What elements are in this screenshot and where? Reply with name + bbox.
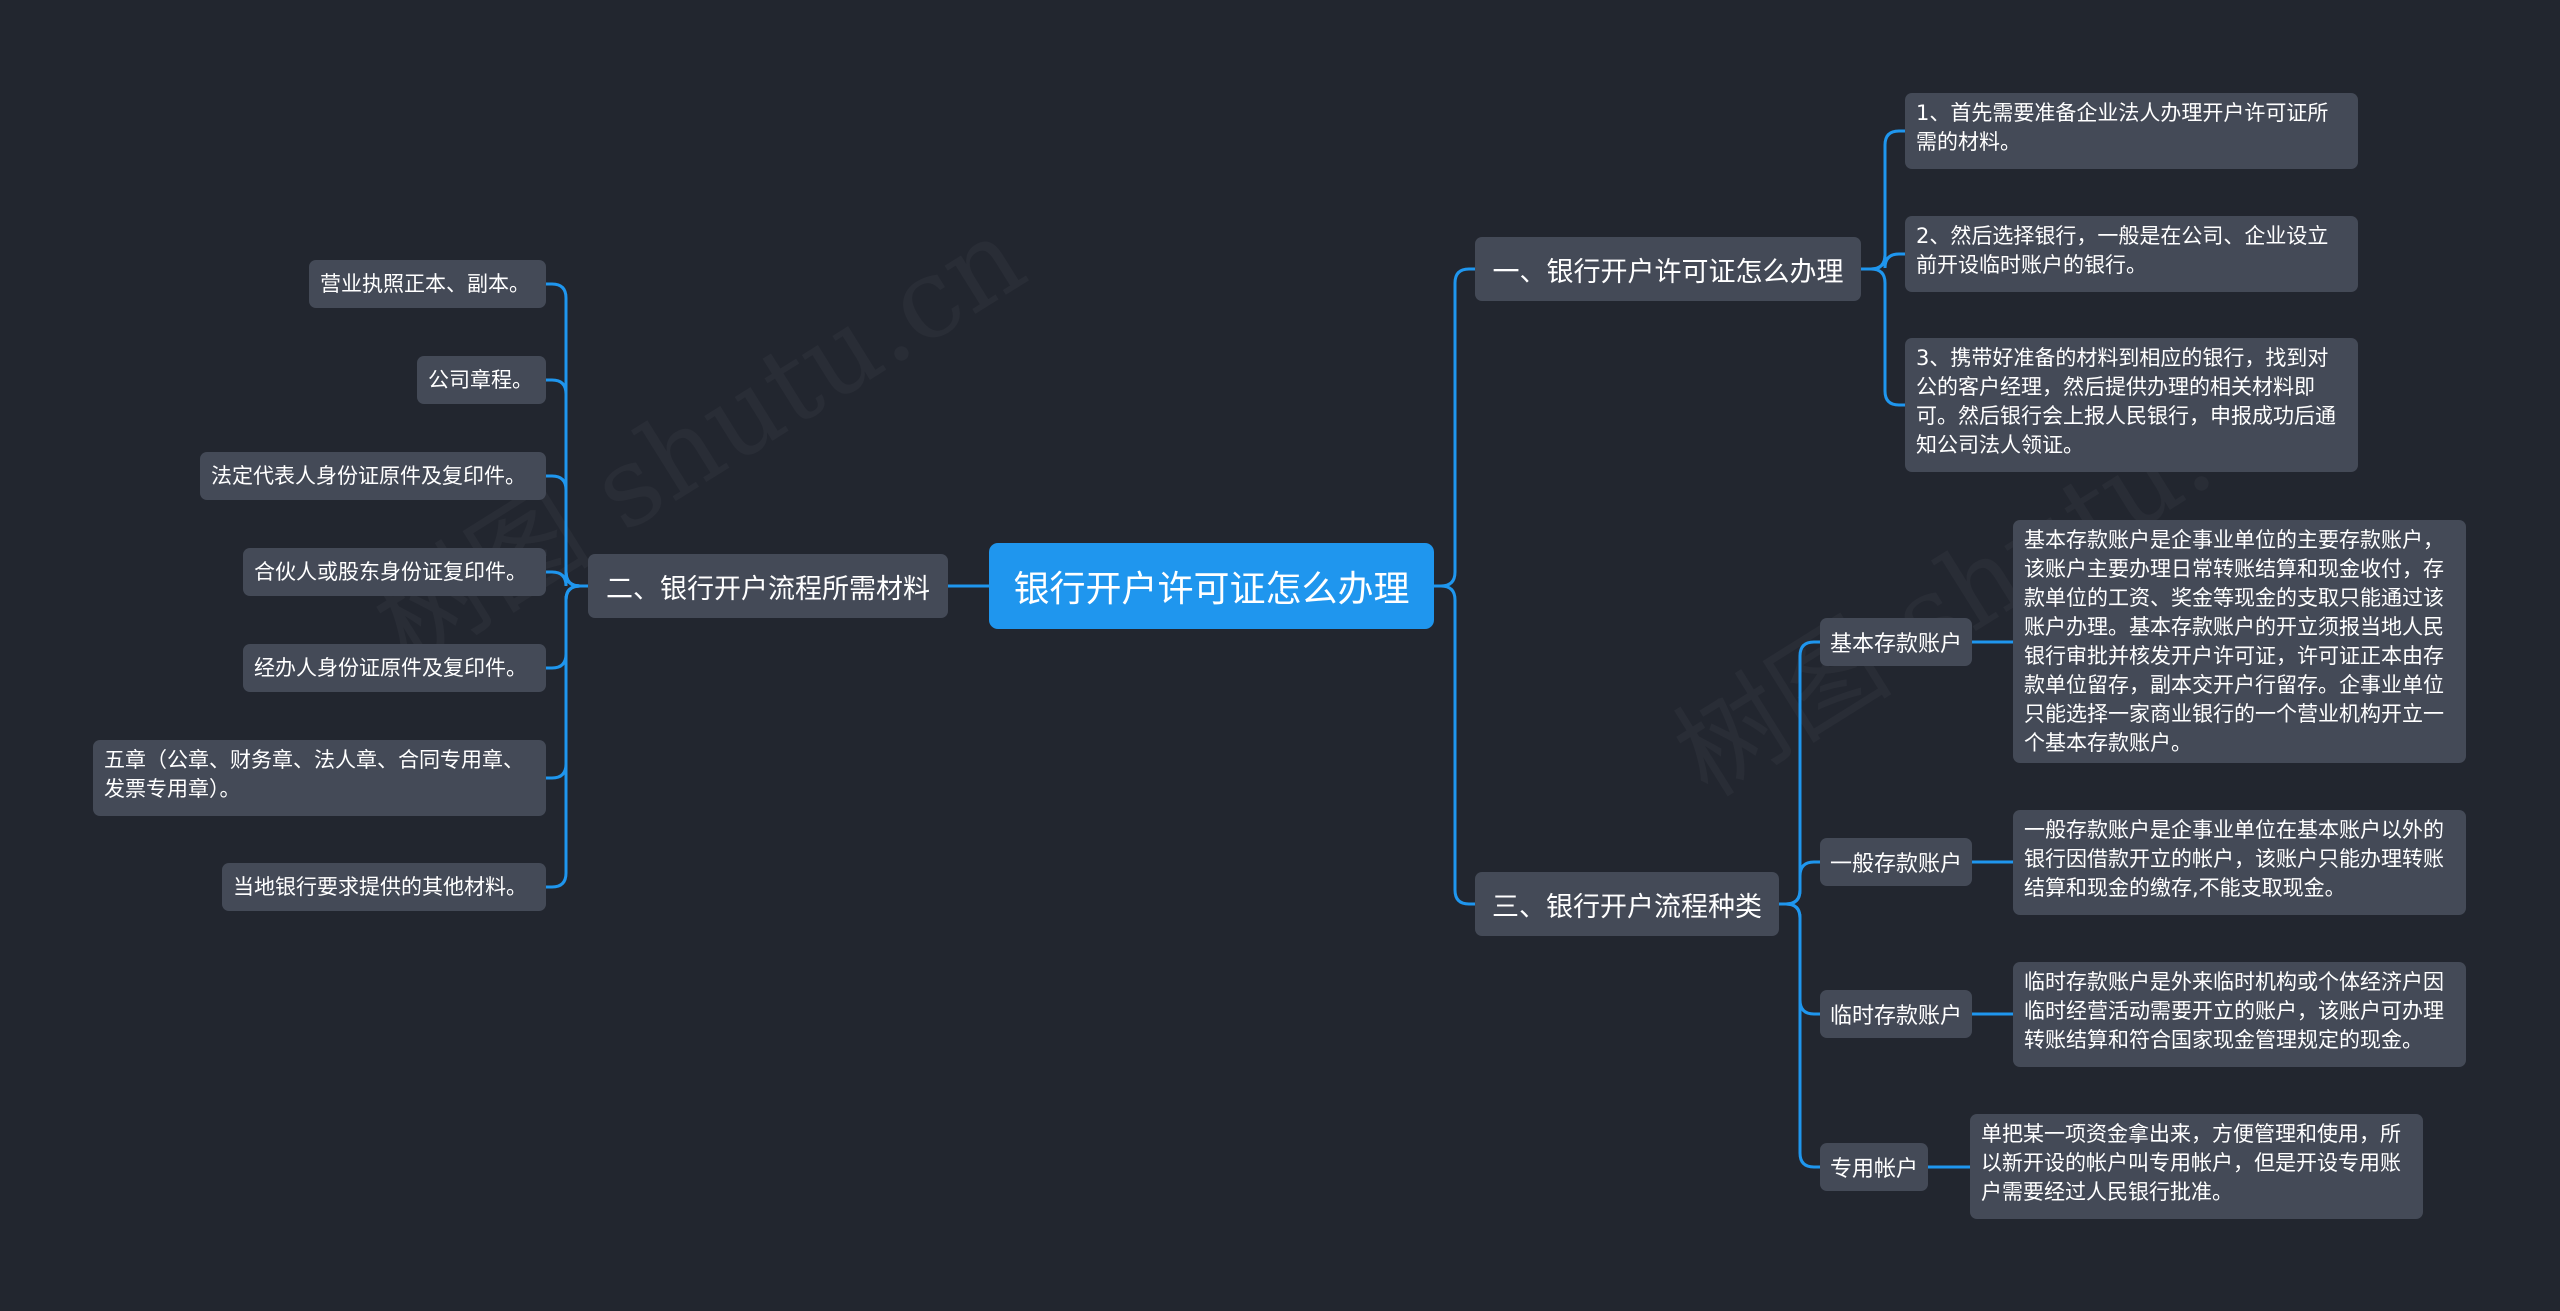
connector-line [1861,267,1905,407]
material-item[interactable]: 法定代表人身份证原件及复印件。 [200,452,546,500]
account-description[interactable]: 单把某一项资金拿出来，方便管理和使用，所以新开设的帐户叫专用帐户，但是开设专用账… [1970,1114,2423,1219]
connector-line [1861,252,1905,271]
account-description[interactable]: 一般存款账户是企事业单位在基本账户以外的银行因借款开立的帐户，该账户只能办理转账… [2013,810,2466,915]
connector-line [546,570,588,588]
account-type-general[interactable]: 一般存款账户 [1820,838,1972,886]
material-item[interactable]: 五章（公章、财务章、法人章、合同专用章、发票专用章）。 [93,740,546,816]
material-item[interactable]: 经办人身份证原件及复印件。 [243,644,546,692]
account-description[interactable]: 基本存款账户是企事业单位的主要存款账户，该账户主要办理日常转账结算和现金收付，存… [2013,520,2466,763]
step-item[interactable]: 1、首先需要准备企业法人办理开户许可证所需的材料。 [1905,93,2358,169]
root-topic[interactable]: 银行开户许可证怎么办理 [989,543,1434,629]
branch-required-materials[interactable]: 二、银行开户流程所需材料 [588,554,948,618]
connector-line [1434,267,1475,588]
branch-how-to-apply[interactable]: 一、银行开户许可证怎么办理 [1475,237,1861,301]
account-type-special[interactable]: 专用帐户 [1820,1143,1928,1191]
material-item[interactable]: 当地银行要求提供的其他材料。 [222,863,546,911]
account-type-temporary[interactable]: 临时存款账户 [1820,990,1972,1038]
material-item[interactable]: 营业执照正本、副本。 [309,260,546,308]
account-type-basic[interactable]: 基本存款账户 [1820,618,1972,666]
material-item[interactable]: 合伙人或股东身份证复印件。 [243,548,546,596]
branch-account-types[interactable]: 三、银行开户流程种类 [1475,872,1779,936]
connector-line [1861,129,1905,271]
connector-line [1779,640,1820,906]
step-item[interactable]: 2、然后选择银行，一般是在公司、企业设立前开设临时账户的银行。 [1905,216,2358,292]
account-description[interactable]: 临时存款账户是外来临时机构或个体经济户因临时经营活动需要开立的账户，该账户可办理… [2013,962,2466,1067]
connector-line [546,474,588,588]
connector-line [546,584,588,889]
material-item[interactable]: 公司章程。 [417,356,546,404]
connector-line [1434,584,1475,906]
connector-line [1779,902,1820,1169]
step-item[interactable]: 3、携带好准备的材料到相应的银行，找到对公的客户经理，然后提供办理的相关材料即可… [1905,338,2358,472]
